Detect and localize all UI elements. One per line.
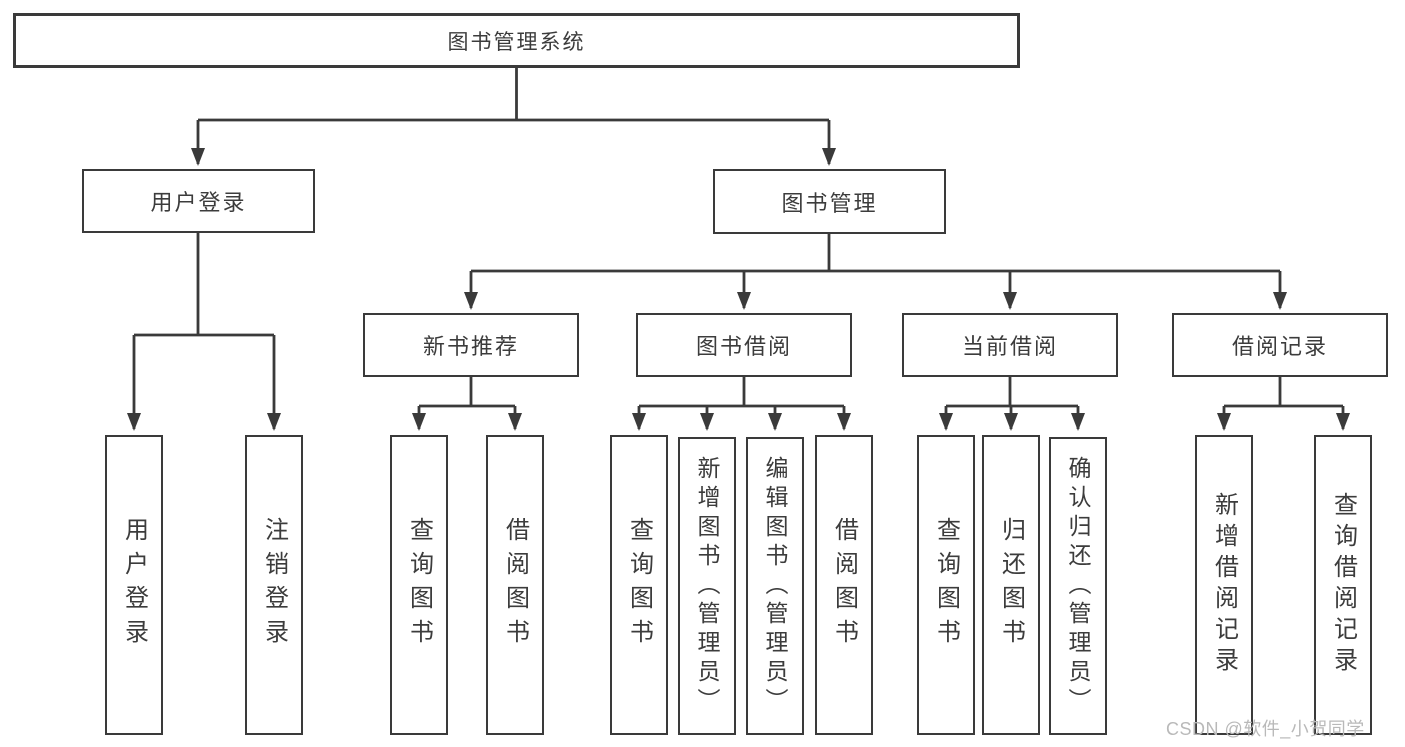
node-current-borrow: 当前借阅 bbox=[902, 313, 1118, 377]
leaf-borrow-books-recommend: 借阅图书 bbox=[486, 435, 544, 735]
leaf-return-books: 归还图书 bbox=[982, 435, 1040, 735]
node-user-login-branch: 用户登录 bbox=[82, 169, 315, 233]
leaf-confirm-return-admin: 确认归还（管理员） bbox=[1049, 437, 1107, 735]
node-system-root: 图书管理系统 bbox=[13, 13, 1020, 68]
node-borrow-records: 借阅记录 bbox=[1172, 313, 1388, 377]
leaf-query-books-recommend: 查询图书 bbox=[390, 435, 448, 735]
arrow-lines bbox=[127, 120, 1350, 431]
leaf-user-login: 用户登录 bbox=[105, 435, 163, 735]
leaf-add-borrow-record: 新增借阅记录 bbox=[1195, 435, 1253, 735]
leaf-add-book-admin: 新增图书（管理员） bbox=[678, 437, 736, 735]
leaf-query-books-current: 查询图书 bbox=[917, 435, 975, 735]
leaf-edit-book-admin: 编辑图书（管理员） bbox=[746, 437, 804, 735]
elbow-lines bbox=[134, 68, 1343, 408]
leaf-logout: 注销登录 bbox=[245, 435, 303, 735]
node-new-book-recommend: 新书推荐 bbox=[363, 313, 579, 377]
node-book-management-branch: 图书管理 bbox=[713, 169, 946, 234]
csdn-watermark: CSDN @软件_小贺同学 bbox=[1166, 719, 1365, 739]
node-book-borrow: 图书借阅 bbox=[636, 313, 852, 377]
leaf-query-books-borrow: 查询图书 bbox=[610, 435, 668, 735]
leaf-borrow-books-borrow: 借阅图书 bbox=[815, 435, 873, 735]
leaf-query-borrow-record: 查询借阅记录 bbox=[1314, 435, 1372, 735]
